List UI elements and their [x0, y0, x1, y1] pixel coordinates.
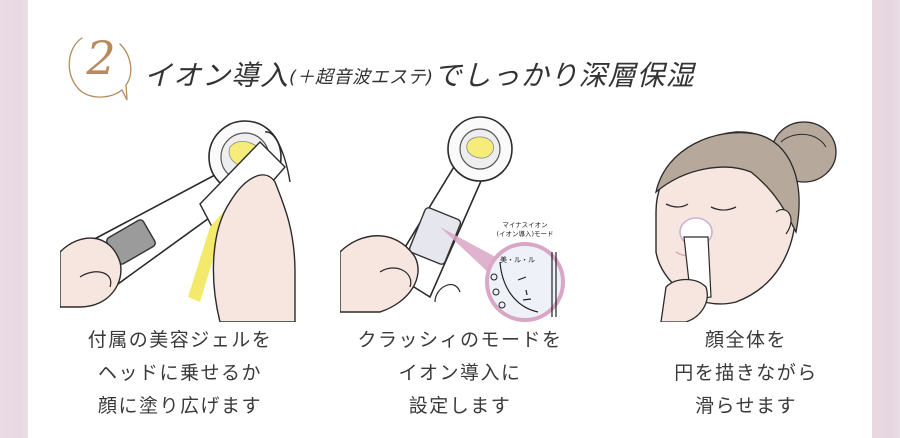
caption-line: 顔全体を	[704, 329, 787, 351]
step-2-caption: クラッシィのモードを イオン導入に 設定します	[340, 324, 580, 423]
display-text: 美・ル・ル	[500, 255, 535, 264]
left-side-panel	[0, 0, 28, 438]
caption-line: 円を描きながら	[674, 362, 818, 384]
illustration-apply-gel	[59, 112, 300, 323]
caption-line: 滑らせます	[694, 395, 798, 417]
speech-bubble-icon	[68, 37, 132, 101]
right-side-panel	[872, 0, 900, 438]
hand-with-gel-tube-icon	[59, 120, 296, 323]
step-number: 2	[86, 31, 116, 85]
callout-label-1: マイナスイオン	[502, 221, 547, 229]
caption-line: イオン導入に	[398, 362, 522, 384]
step-1-caption: 付属の美容ジェルを ヘッドに乗せるか 顔に塗り広げます	[60, 324, 300, 423]
caption-line: ヘッドに乗せるか	[97, 362, 262, 384]
step-2: 美・ル・ル マイナスイオン (イオン導入)モード クラッシィのモードを イオン導…	[339, 112, 580, 423]
step-number-badge: 2	[60, 30, 140, 110]
woman-face-icon	[654, 121, 837, 323]
section-heading: 2 イオン導入(＋超音波エステ)でしっかり深層保湿	[60, 30, 840, 110]
illustration-set-mode: 美・ル・ル マイナスイオン (イオン導入)モード	[339, 112, 580, 322]
title-main: イオン導入	[144, 59, 290, 92]
step-3-caption: 顔全体を 円を描きながら 滑らせます	[626, 324, 866, 423]
caption-line: 顔に塗り広げます	[97, 395, 262, 417]
hand-holding-device-icon: 美・ル・ル マイナスイオン (イオン導入)モード	[339, 116, 565, 322]
step-3: 顔全体を 円を描きながら 滑らせます	[626, 112, 866, 423]
step-1: 付属の美容ジェルを ヘッドに乗せるか 顔に塗り広げます	[59, 112, 300, 423]
title-tail: でしっかり深層保湿	[433, 59, 695, 92]
caption-line: 設定します	[408, 395, 512, 417]
page-title: イオン導入(＋超音波エステ)でしっかり深層保湿	[144, 58, 695, 96]
caption-line: クラッシィのモードを	[357, 329, 563, 351]
callout-label-2: (イオン導入)モード	[496, 229, 553, 238]
title-sub: (＋超音波エステ)	[289, 67, 434, 88]
illustration-glide-on-face	[626, 112, 866, 323]
caption-line: 付属の美容ジェルを	[87, 329, 273, 351]
